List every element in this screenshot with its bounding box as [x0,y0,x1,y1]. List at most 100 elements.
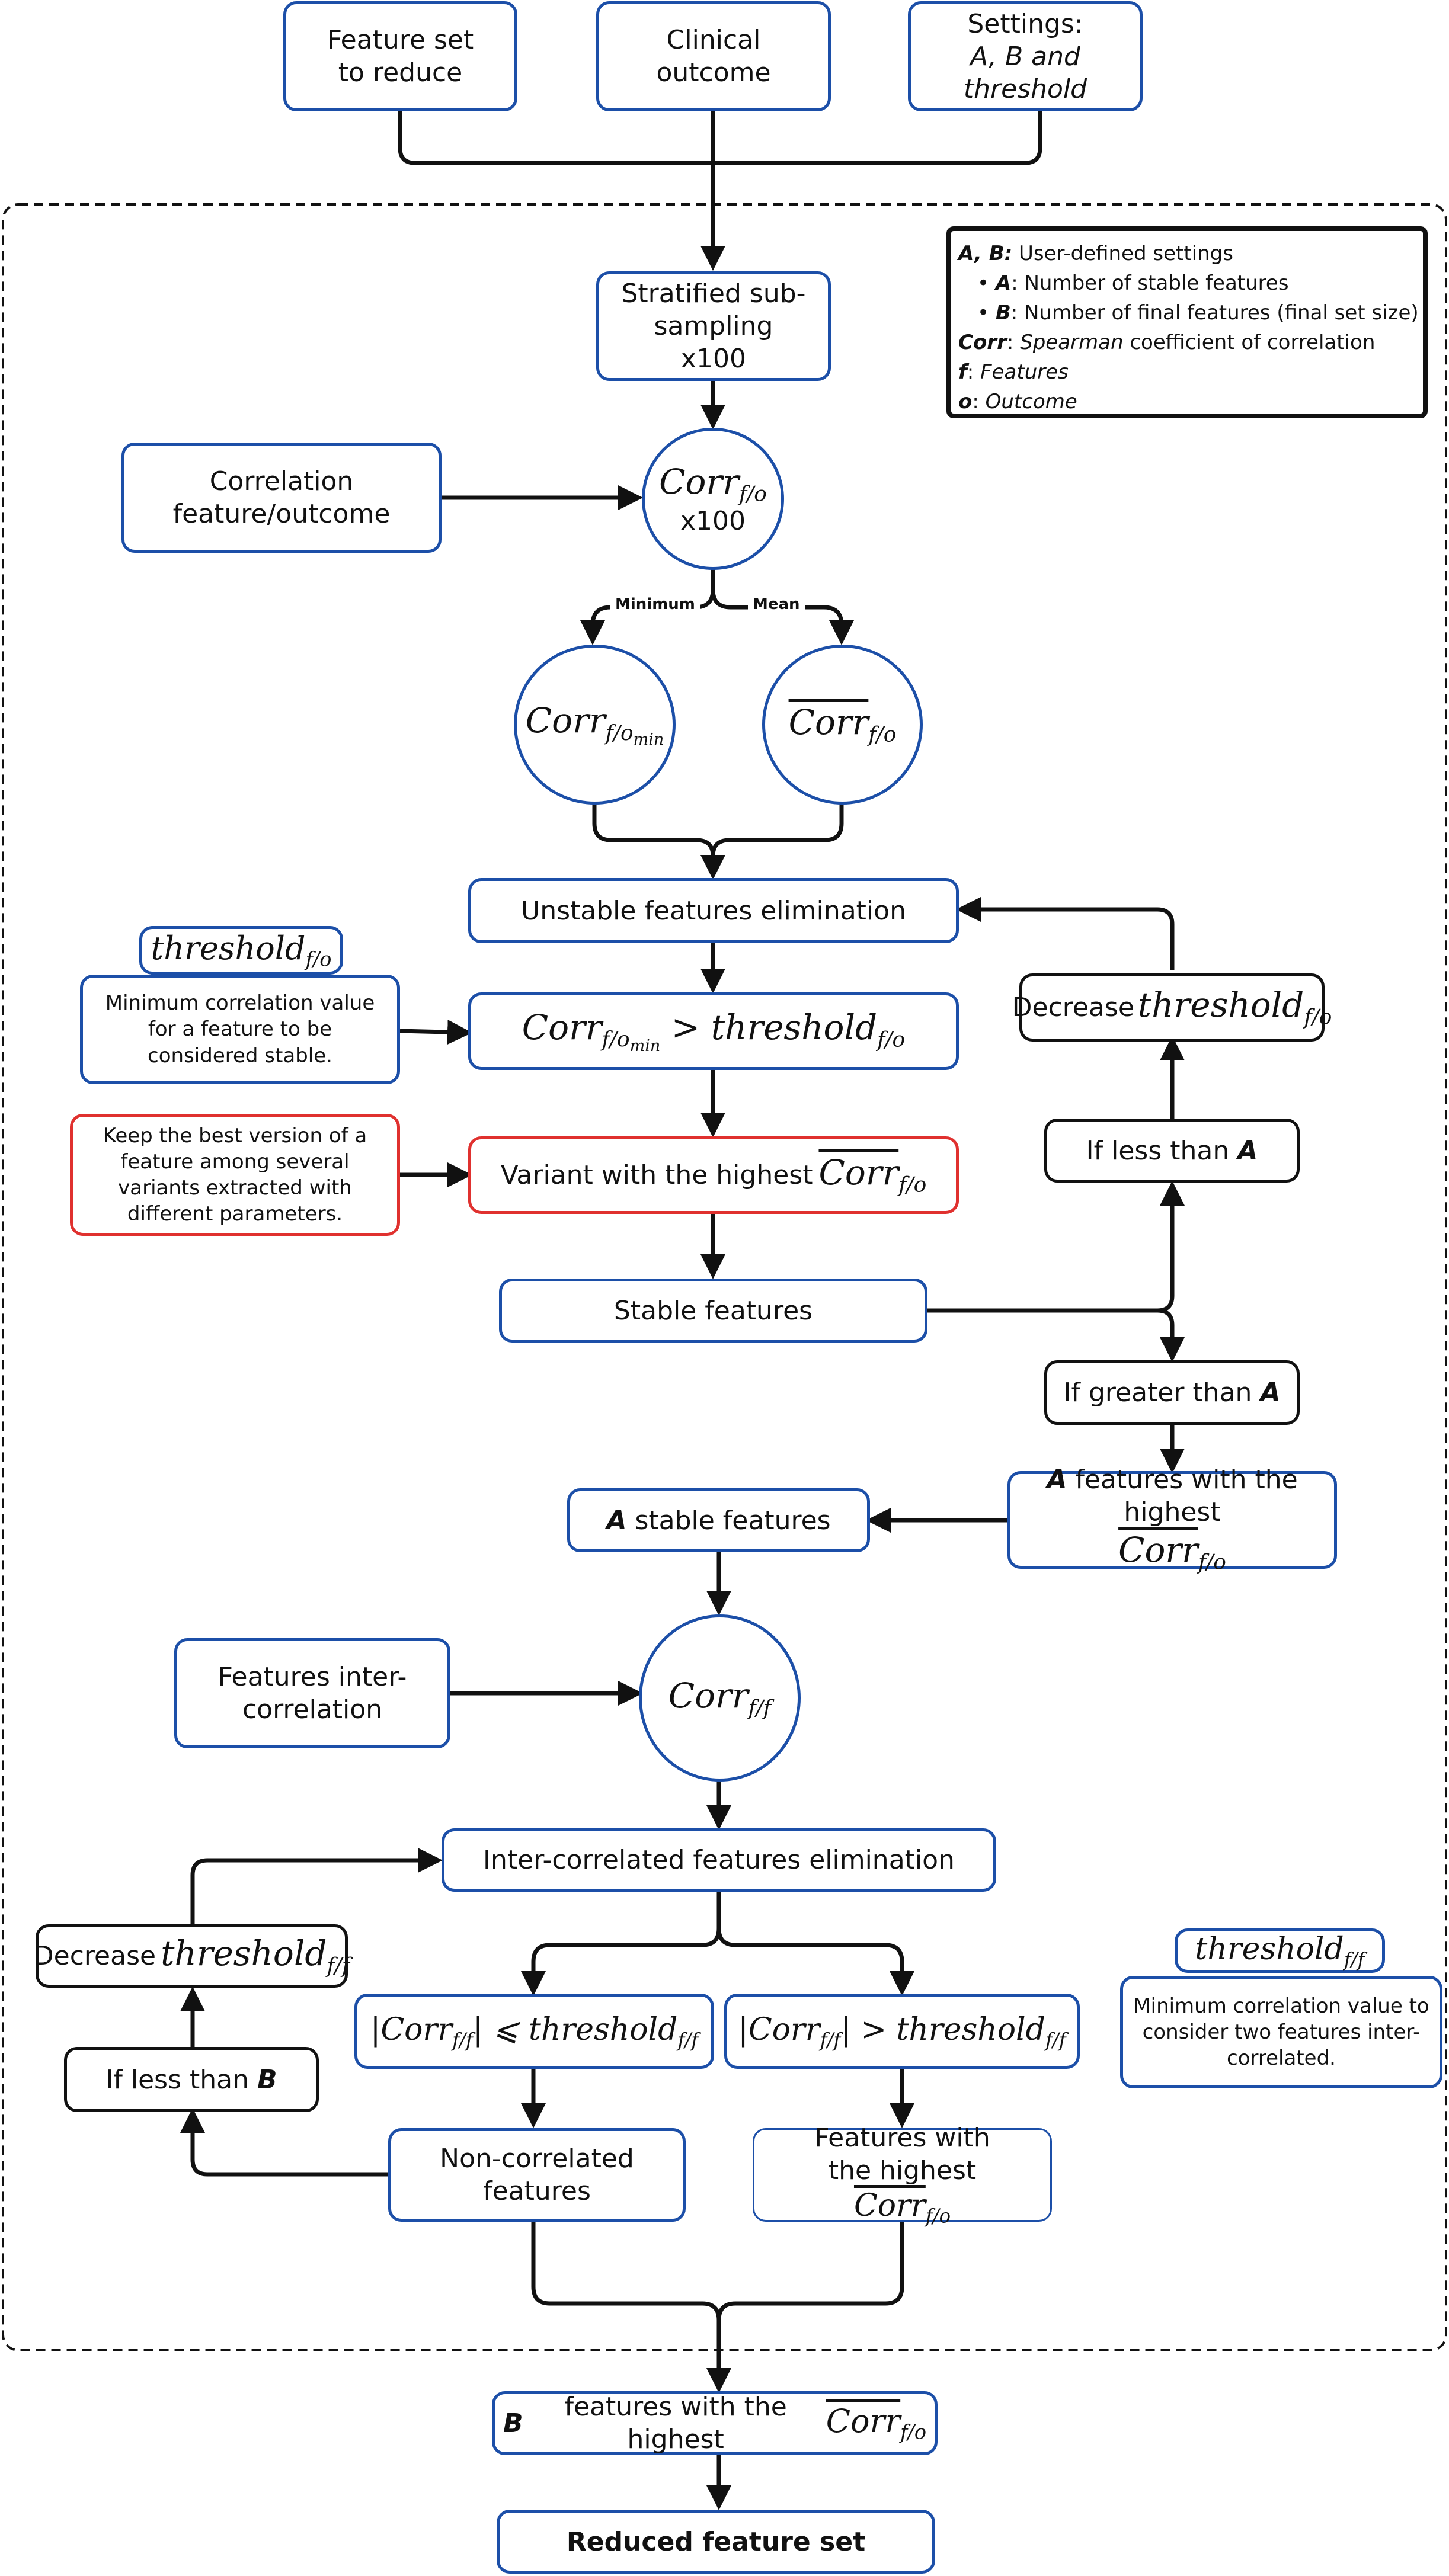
legend-row-o: o: Outcome [958,389,1077,414]
feature-set-input-box: Feature set to reduce [283,1,517,111]
decrease-threshold-fo-box: Decrease thresholdf/o [1012,973,1332,1042]
features-highest-box: Features with the highest Corrf/o [753,2123,1052,2228]
subsampling-label: Stratified sub-sampling x100 [621,278,806,374]
corr-fo-x100-circle: Corrf/o x100 [642,428,784,570]
threshold-ff-description: Minimum correlation value to consider tw… [1133,1994,1429,2071]
subsampling-box: Stratified sub-sampling x100 [596,271,831,381]
clinical-outcome-input-box: Clinical outcome [596,1,831,111]
legend-box: A, B: User-defined settings • A: Number … [946,226,1428,418]
non-correlated-features-label: Non-correlated features [440,2144,634,2206]
legend-b-desc: : Number of final features (final set si… [1010,300,1419,325]
threshold-fo-description-box: Minimum correlation value for a feature … [80,975,400,1084]
reduced-feature-set-box: Reduced feature set [497,2510,935,2574]
legend-corr-spearman: Spearman [1020,330,1124,354]
a-stable-label: stable features [635,1505,831,1536]
unstable-elimination-label: Unstable features elimination [521,895,906,926]
threshold-fo-description: Minimum correlation value for a feature … [105,991,375,1068]
variant-description: Keep the best version of a feature among… [103,1123,367,1226]
corr-le-threshold-box: |Corrf/f| ⩽ thresholdf/f [354,1994,714,2069]
stable-features-label: Stable features [613,1295,813,1326]
corr-ff-circle: Corrf/f [639,1614,801,1782]
variant-description-box: Keep the best version of a feature among… [70,1114,400,1236]
b-features-highest-box: B features with the highest Corrf/o [492,2391,938,2455]
decrease-ff-label: Decrease [33,1941,156,1971]
corr-min-gt-threshold-box: Corrf/omin > thresholdf/o [468,992,959,1070]
corr-fo-mean-formula: Corrf/o [788,702,897,747]
variant-highest-label: Variant with the highest [500,1160,813,1190]
corr-min-gt-threshold-formula: Corrf/omin > thresholdf/o [522,1007,906,1056]
legend-o-key: o [958,389,973,414]
non-correlated-features-box: Non-correlated features [388,2128,686,2222]
decrease-fo-formula: thresholdf/o [1137,985,1332,1030]
stable-features-box: Stable features [499,1279,927,1343]
a-stable-features-box: A stable features [567,1488,870,1552]
legend-row-a: • A: Number of stable features [977,271,1289,295]
feature-set-label: Feature set to reduce [327,25,474,88]
features-highest-label: Features with the highest [814,2123,990,2186]
threshold-ff-formula: thresholdf/f [1195,1931,1365,1971]
legend-row-f: f: Features [958,360,1069,384]
legend-ab-desc: User-defined settings [1019,242,1233,265]
corr-gt-threshold-formula: |Corrf/f| > thresholdf/f [738,2011,1066,2051]
features-intercorrelation-box: Features inter-correlation [174,1638,450,1748]
corr-feature-outcome-label: Correlation feature/outcome [172,466,391,529]
legend-f-key: f [958,360,967,384]
legend-corr-desc: coefficient of correlation [1130,330,1376,354]
legend-ab-key: A, B: [958,242,1013,265]
variant-highest-box: Variant with the highest Corrf/o [468,1136,959,1214]
a-features-highest-box: A features with the highest Corrf/o [1007,1465,1337,1575]
legend-o-desc: Outcome [985,389,1077,414]
a-features-highest-label: A features with the highest [1047,1465,1298,1528]
b-features-highest-formula: Corrf/o [826,2402,926,2444]
decrease-fo-label: Decrease [1012,992,1134,1023]
intercorrelated-elimination-box: Inter-correlated features elimination [442,1828,996,1892]
if-less-b-label: If less than [105,2064,250,2095]
corr-le-threshold-formula: |Corrf/f| ⩽ thresholdf/f [370,2011,699,2051]
threshold-fo-formula: thresholdf/o [151,930,332,971]
a-stable-letter: A [606,1505,627,1536]
legend-row-ab: A, B: User-defined settings [958,239,1416,269]
if-less-b-letter: B [257,2064,277,2095]
a-features-highest-formula: Corrf/o [1118,1530,1226,1575]
legend-corr-key: Corr [958,330,1007,354]
intercorrelated-elimination-label: Inter-correlated features elimination [483,1845,955,1875]
minimum-label: Minimum [610,595,700,613]
legend-row-corr: Corr: Spearman coefficient of correlatio… [958,330,1376,354]
mean-label: Mean [748,595,805,613]
features-highest-formula: Corrf/o [853,2188,951,2228]
settings-label-line1: Settings: [967,8,1083,39]
settings-input-box: Settings: A, B and threshold [908,1,1143,111]
x100-label: x100 [680,506,746,537]
corr-fo-min-formula: Corrf/omin [525,700,664,749]
corr-gt-threshold-box: |Corrf/f| > thresholdf/f [724,1994,1080,2069]
variant-highest-formula: Corrf/o [818,1152,927,1197]
if-less-than-a-box: If less than A [1044,1119,1300,1183]
decrease-threshold-ff-box: Decrease thresholdf/f [33,1924,350,1988]
threshold-ff-pill: thresholdf/f [1175,1928,1385,1973]
legend-a-key: A [995,271,1012,295]
if-less-than-b-box: If less than B [64,2047,319,2112]
if-less-a-label: If less than [1086,1135,1230,1166]
legend-a-desc: : Number of stable features [1011,271,1289,295]
settings-label-line2: A, B and threshold [963,41,1087,104]
if-greater-a-letter: A [1260,1377,1281,1408]
corr-ff-formula: Corrf/f [668,1675,772,1720]
corr-feature-outcome-box: Correlation feature/outcome [121,443,442,553]
corr-fo-mean-circle: Corrf/o [762,645,923,805]
threshold-fo-pill: thresholdf/o [139,926,343,975]
decrease-ff-formula: thresholdf/f [161,1933,350,1978]
features-intercorrelation-label: Features inter-correlation [217,1662,407,1725]
b-features-highest-label: features with the highest [564,2392,787,2455]
b-features-letter: B [503,2408,523,2439]
corr-fo-formula: Corrf/o [659,461,767,507]
if-greater-than-a-box: If greater than A [1044,1360,1300,1425]
if-less-a-letter: A [1237,1135,1258,1166]
unstable-elimination-box: Unstable features elimination [468,878,959,943]
if-greater-a-label: If greater than [1063,1377,1252,1408]
legend-b-key: B [995,300,1011,325]
reduced-feature-set-label: Reduced feature set [566,2526,866,2557]
legend-row-b: • B: Number of final features (final set… [977,300,1419,325]
threshold-ff-description-box: Minimum correlation value to consider tw… [1120,1976,1442,2088]
